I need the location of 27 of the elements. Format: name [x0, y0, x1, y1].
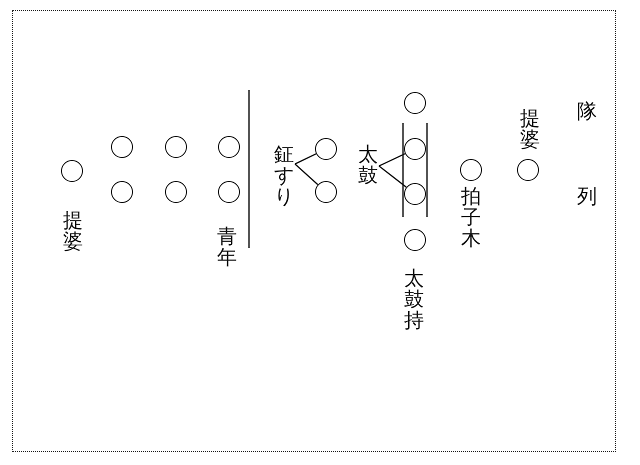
- circle: [517, 159, 539, 181]
- circle: [165, 181, 187, 203]
- circle: [404, 229, 426, 251]
- role-label: 提婆: [520, 108, 540, 150]
- role-label: 拍子木: [461, 186, 481, 249]
- bracket-line: [294, 153, 316, 165]
- circle: [61, 160, 83, 182]
- circle: [315, 181, 337, 203]
- circle: [111, 181, 133, 203]
- circle: [315, 138, 337, 160]
- circle: [404, 183, 426, 205]
- circle: [111, 136, 133, 158]
- group-label: 鉦すり: [274, 144, 294, 207]
- circle: [404, 138, 426, 160]
- bracket-line: [378, 153, 406, 167]
- role-label: 提婆: [63, 210, 83, 252]
- bracket-line: [294, 164, 318, 186]
- group-label: 太鼓: [358, 144, 378, 186]
- circle: [218, 136, 240, 158]
- role-label: 青年: [217, 226, 237, 268]
- bracket-line: [378, 165, 407, 188]
- circle: [404, 92, 426, 114]
- circle: [218, 181, 240, 203]
- circle: [165, 136, 187, 158]
- circle: [460, 159, 482, 181]
- title: 隊列: [577, 101, 597, 207]
- role-label: 太鼓持: [404, 268, 424, 331]
